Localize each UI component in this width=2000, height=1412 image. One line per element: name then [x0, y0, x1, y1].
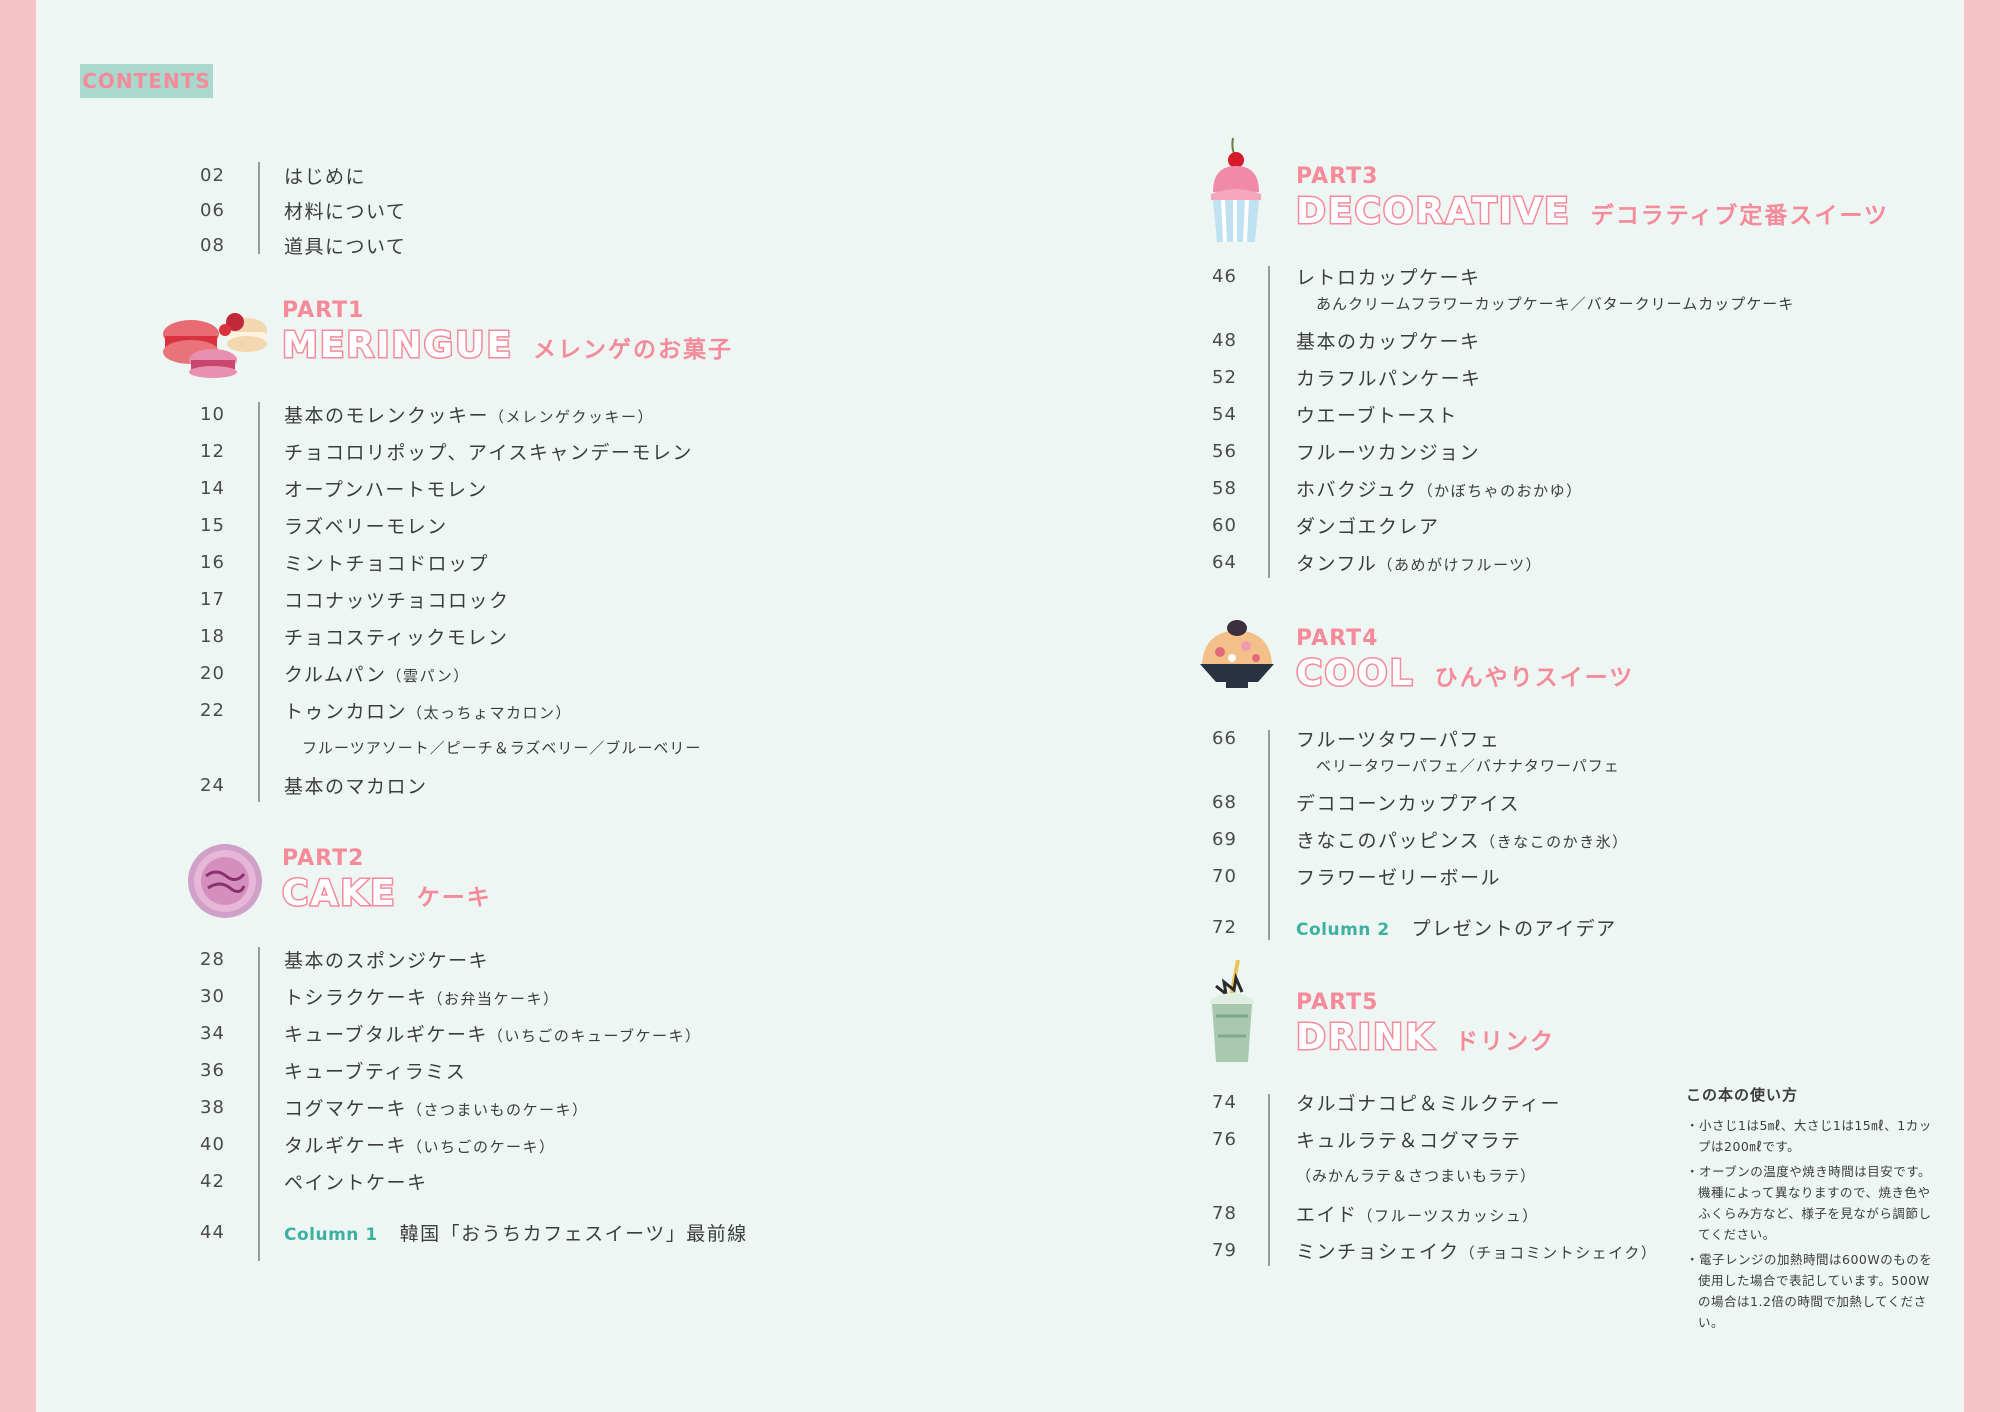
- part5-title-ja: ドリンク: [1455, 1029, 1556, 1055]
- how-to-use-title: この本の使い方: [1686, 1086, 1799, 1104]
- how-to-use-item: ・オーブンの温度や焼き時間は目安です。機種によって異なりますので、焼き色やふくら…: [1686, 1164, 1932, 1242]
- part4-header[interactable]: PART4 COOL ひんやりスイーツ: [1295, 626, 1635, 696]
- how-to-use-item: ・小さじ1は5㎖、大さじ1は15㎖、1カップは200㎖です。: [1686, 1118, 1932, 1154]
- right-page-edge: [1964, 0, 2000, 1412]
- left-page-edge: [0, 0, 36, 1412]
- part3-title-en: DECORATIVE: [1295, 190, 1571, 234]
- toc-subtitle: フルーツアソート／ピーチ＆ラズベリー／ブルーベリー: [302, 739, 702, 757]
- part5-header[interactable]: PART5 DRINK ドリンク: [1294, 990, 1556, 1060]
- contents-label: CONTENTS: [80, 64, 213, 98]
- part3-header[interactable]: PART3 DECORATIVE デコラティブ定番スイーツ: [1295, 164, 1889, 234]
- part5-label: PART5: [1296, 990, 1379, 1015]
- birthday-cake-picture: [188, 844, 262, 918]
- part2-header[interactable]: PART2 CAKE ケーキ: [281, 846, 492, 916]
- toc-subtitle: ベリータワーパフェ／バナナタワーパフェ: [1316, 757, 1620, 775]
- toc-subtitle: あんクリームフラワーカップケーキ／バタークリームカップケーキ: [1316, 295, 1795, 313]
- part5-title-en: DRINK: [1294, 1016, 1436, 1060]
- part3-label: PART3: [1296, 164, 1379, 189]
- how-to-use-box: この本の使い方 ・小さじ1は5㎖、大さじ1は15㎖、1カップは200㎖です。 ・…: [1686, 1084, 1936, 1337]
- part4-title-en: COOL: [1295, 652, 1415, 696]
- part1-label: PART1: [282, 298, 365, 323]
- part2-title-en: CAKE: [281, 872, 397, 916]
- shaved-ice-picture: [1200, 620, 1274, 688]
- part1-header[interactable]: PART1 MERINGUE メレンゲのお菓子: [280, 298, 734, 368]
- how-to-use-item: ・電子レンジの加熱時間は600Wのものを使用した場合で表記しています。500Wの…: [1686, 1252, 1933, 1330]
- part2-title-ja: ケーキ: [416, 885, 492, 911]
- part4-label: PART4: [1296, 626, 1379, 651]
- part1-title-en: MERINGUE: [280, 324, 514, 368]
- part1-title-ja: メレンゲのお菓子: [533, 337, 734, 363]
- part2-label: PART2: [282, 846, 365, 871]
- mint-shake-picture: [1210, 959, 1254, 1062]
- toc-subtitle: （みかんラテ＆さつまいもラテ）: [1296, 1167, 1537, 1185]
- part3-title-ja: デコラティブ定番スイーツ: [1590, 203, 1889, 229]
- macaron-picture: [163, 313, 267, 378]
- cupcake-picture: [1211, 137, 1261, 243]
- part4-title-ja: ひんやりスイーツ: [1434, 665, 1635, 691]
